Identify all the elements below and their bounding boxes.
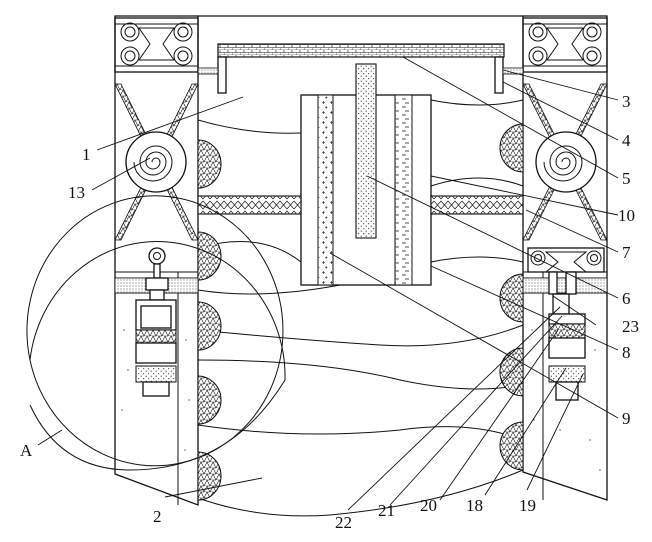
column-texture (121, 329, 601, 471)
left-zigzag-bar (197, 195, 302, 215)
right-zigzag-bar (430, 195, 524, 215)
callout-9: 9 (622, 409, 631, 428)
right-piston-assembly (548, 271, 586, 401)
callout-1: 1 (82, 145, 91, 164)
leader-lines (37, 56, 619, 511)
callout-18: 18 (466, 496, 483, 515)
callout-10: 10 (618, 206, 635, 225)
left-spheres (197, 139, 222, 501)
callout-21: 21 (378, 501, 395, 520)
central-reactor-box (300, 63, 432, 286)
right-spiral-roller (535, 131, 597, 193)
callout-3: 3 (622, 92, 631, 111)
callout-20: 20 (420, 496, 437, 515)
left-piston-assembly (135, 247, 177, 397)
right-spheres (499, 123, 524, 471)
callout-13: 13 (68, 183, 85, 202)
callout-22: 22 (335, 513, 352, 532)
top-left-fan-unit (114, 17, 199, 73)
callout-7: 7 (622, 243, 631, 262)
callout-labels: 1 2 3 4 5 6 7 8 9 10 13 18 19 20 21 22 2… (20, 92, 639, 532)
top-right-fan-unit (522, 17, 608, 73)
right-column (522, 15, 608, 501)
callout-8: 8 (622, 343, 631, 362)
callout-4: 4 (622, 131, 631, 150)
callout-2: 2 (153, 507, 162, 526)
flow-curves (197, 99, 524, 517)
callout-A: A (20, 441, 33, 460)
callout-5: 5 (622, 169, 631, 188)
callout-23: 23 (622, 317, 639, 336)
callout-6: 6 (622, 289, 631, 308)
detail-circle-a (26, 195, 286, 471)
left-spiral-roller (125, 131, 187, 193)
top-beam (197, 43, 524, 94)
callout-19: 19 (519, 496, 536, 515)
